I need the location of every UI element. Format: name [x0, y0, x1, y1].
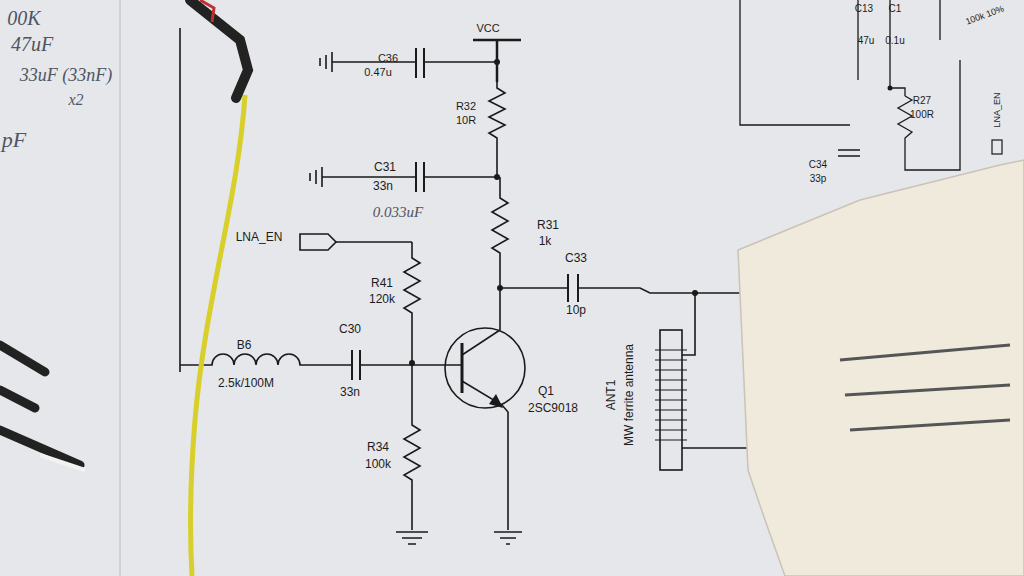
junction-dot — [494, 59, 500, 65]
inductor-symbol — [180, 354, 462, 365]
handwritten-note: 47uF — [11, 33, 53, 55]
component-label: C34 — [809, 159, 827, 170]
wire — [682, 293, 695, 355]
ground-symbol — [494, 532, 522, 544]
component-label: 0.47u — [364, 66, 392, 78]
wire — [179, 28, 181, 372]
component-label: LNA_EN — [993, 92, 1003, 127]
wire — [322, 176, 497, 178]
junction-dot — [409, 360, 415, 366]
component-label: 10p — [566, 304, 586, 317]
component-label: 2.5k/100M — [218, 377, 274, 390]
component-label: Q1 — [538, 385, 554, 398]
junction-dot — [888, 86, 893, 91]
component-label: MW ferrite antenna — [623, 344, 636, 446]
component-label: 1k — [539, 235, 552, 248]
paper-edge — [120, 0, 121, 576]
component-label: 100R — [910, 109, 934, 120]
component-label: VCC — [476, 22, 499, 34]
wire — [740, 0, 960, 170]
transistor-base — [461, 343, 464, 393]
component-label: 33n — [340, 386, 360, 399]
junction-dot — [692, 290, 698, 296]
handwritten-note: 00K — [7, 7, 40, 29]
handwritten-note: 33uF (33nF) — [20, 66, 112, 86]
probe-leads — [0, 345, 80, 465]
port-flag — [992, 140, 1002, 154]
resistor-symbol — [489, 82, 505, 177]
component-label: C1 — [889, 3, 902, 14]
component-label: 100k 10% — [965, 5, 1006, 28]
wire — [682, 447, 755, 449]
wire — [462, 288, 508, 530]
component-label: 33p — [810, 173, 827, 184]
red-wire — [200, 0, 214, 22]
component-label: C33 — [565, 252, 587, 265]
emitter-arrow — [489, 394, 503, 408]
junction-dot — [494, 174, 500, 180]
handwritten-note: x2 — [68, 91, 83, 109]
port-flag — [300, 234, 336, 250]
power-symbol — [473, 40, 521, 82]
test-clip — [190, 0, 248, 98]
plastic-case — [738, 160, 1024, 576]
component-label: ANT1 — [605, 380, 618, 411]
component-label: 33n — [373, 180, 393, 193]
component-label: C31 — [374, 161, 396, 174]
resistor-symbol — [404, 363, 420, 530]
ground-symbol — [310, 167, 322, 187]
component-label: C30 — [339, 323, 361, 336]
ground-symbol — [396, 532, 428, 544]
resistor-symbol — [404, 242, 420, 363]
component-label: C13 — [855, 3, 873, 14]
component-label: 47u — [858, 35, 875, 46]
case-markings — [840, 345, 1010, 430]
capacitor-symbol — [416, 48, 424, 78]
component-label: R32 — [456, 100, 476, 112]
resistor-symbol — [898, 96, 912, 145]
capacitor-symbol — [838, 150, 860, 156]
component-label: R27 — [913, 95, 931, 106]
component-label: 120k — [369, 293, 395, 306]
yellow-wire — [191, 95, 245, 576]
component-label: 0.1u — [885, 35, 904, 46]
component-label: R34 — [367, 441, 389, 454]
component-label: R31 — [537, 219, 559, 232]
resistor-symbol — [492, 177, 508, 288]
capacitor-symbol — [568, 274, 578, 302]
component-label: 10R — [456, 114, 476, 126]
handwritten-note: pF — [2, 128, 26, 152]
capacitor-symbol — [416, 162, 424, 192]
capacitor-symbol — [352, 350, 360, 380]
wire — [500, 288, 742, 293]
component-label: B6 — [237, 339, 252, 352]
handwritten-note: 0.033uF — [373, 204, 423, 221]
wire — [336, 241, 412, 243]
component-label: R41 — [371, 277, 393, 290]
component-label: 100k — [365, 458, 391, 471]
component-label: C36 — [378, 52, 398, 64]
antenna-coil — [655, 350, 687, 440]
wire — [332, 61, 497, 63]
white-lead — [40, 455, 85, 470]
ground-symbol — [320, 52, 332, 72]
component-label: LNA_EN — [236, 231, 283, 244]
junction-dot — [497, 285, 503, 291]
component-label: 2SC9018 — [528, 402, 578, 415]
